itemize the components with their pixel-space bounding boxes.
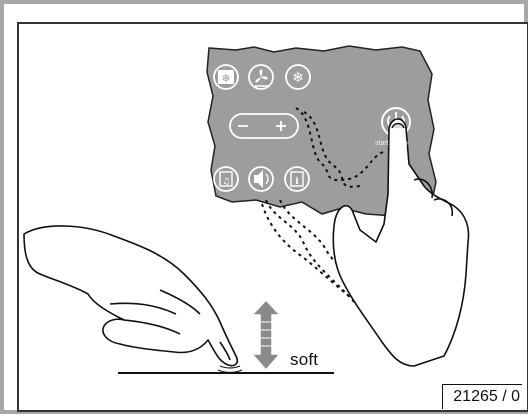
pressure-label: soft (290, 350, 319, 369)
ac-icon: ❄ (213, 64, 239, 90)
volume-icon (248, 166, 274, 192)
svg-text:❄: ❄ (292, 70, 304, 86)
svg-text:♫: ♫ (222, 177, 230, 187)
plus-icon (276, 121, 286, 131)
svg-text:i: i (295, 177, 299, 187)
info-icon: i (284, 166, 310, 192)
snowflake-icon: ❄ (285, 64, 311, 90)
reference-number: 21265 / 0 (442, 384, 522, 409)
fan-icon (248, 64, 274, 90)
temperature-pill (229, 113, 299, 139)
touch-waves (217, 365, 243, 374)
up-down-arrow-icon (250, 298, 282, 372)
pointing-hand-icon (332, 118, 470, 367)
svg-text:❄: ❄ (221, 72, 230, 85)
touch-panel-illustration: ❄ ❄ ♫ (23, 45, 470, 374)
panel-caption: start / stop (375, 140, 408, 147)
music-icon: ♫ (213, 166, 239, 192)
touching-hand-icon (23, 225, 239, 367)
